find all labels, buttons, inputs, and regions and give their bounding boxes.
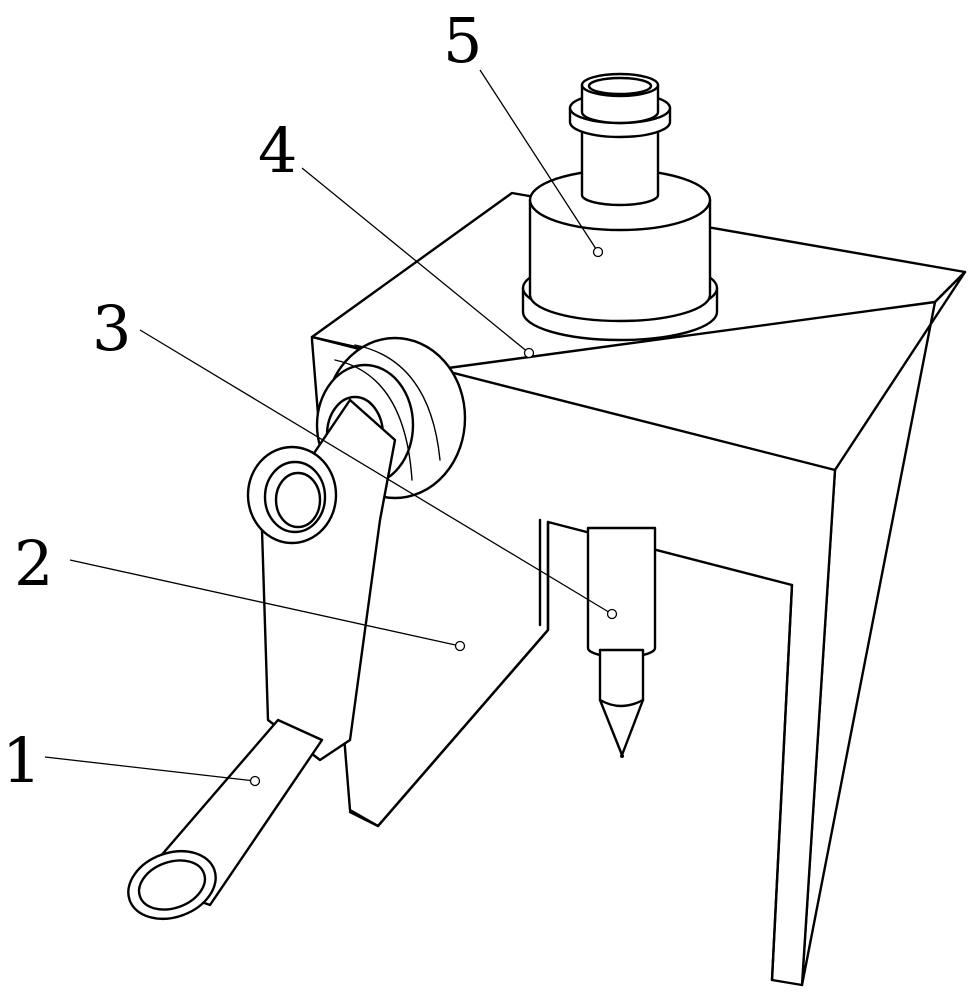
leader-dot-1 xyxy=(249,775,261,787)
leader-4 xyxy=(301,167,530,354)
leader-1 xyxy=(44,756,256,782)
right-side-face xyxy=(800,270,967,987)
label-3: 3 xyxy=(92,292,131,365)
spindle-body xyxy=(586,526,657,659)
handle-bore xyxy=(137,859,207,911)
handle-rim xyxy=(127,850,217,920)
label-4: 4 xyxy=(258,114,297,187)
arm-boss-bore xyxy=(274,471,322,529)
bushing-ring-line xyxy=(354,344,441,461)
leader-lines xyxy=(44,69,618,787)
label-5: 5 xyxy=(443,4,482,77)
leader-dot-3 xyxy=(606,608,618,620)
main-cylinder-side xyxy=(528,198,712,323)
label-1: 1 xyxy=(2,724,41,797)
neck-side xyxy=(580,118,660,207)
leader-dot-4 xyxy=(523,347,535,359)
leg-inner-edge xyxy=(770,583,794,982)
part-labels: 1 2 3 4 5 xyxy=(2,4,482,797)
spindle-tip-edge xyxy=(598,698,645,708)
bushing-ring-line-2 xyxy=(334,359,413,481)
leader-dot-5 xyxy=(592,246,604,258)
leader-3 xyxy=(139,329,613,615)
leader-dot-2 xyxy=(454,640,466,652)
leader-2 xyxy=(69,559,461,647)
leader-5 xyxy=(479,69,599,253)
crank-assembly xyxy=(127,398,397,920)
label-2: 2 xyxy=(14,527,53,600)
top-tube-bore xyxy=(587,76,653,96)
lower-spindle xyxy=(586,526,657,758)
spindle-point xyxy=(620,754,624,758)
spindle-tip xyxy=(598,648,645,757)
top-cylinder xyxy=(521,72,719,342)
